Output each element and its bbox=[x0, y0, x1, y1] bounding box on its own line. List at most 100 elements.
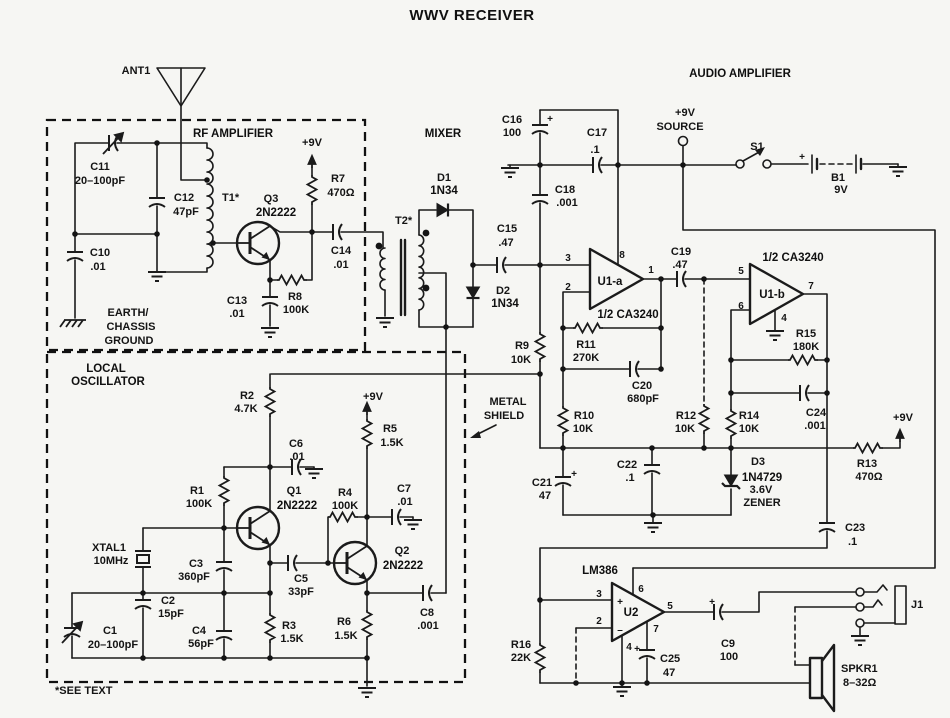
local-oscillator-heading-1: LOCAL bbox=[86, 363, 126, 375]
s1-switch-throw[interactable] bbox=[762, 159, 772, 169]
r16-ref: R16 bbox=[511, 639, 531, 651]
ground-battery bbox=[888, 166, 908, 177]
c1-value: 20–100pF bbox=[88, 639, 138, 651]
u1b-pin7: 7 bbox=[808, 281, 814, 292]
r5-ref: R5 bbox=[383, 423, 397, 435]
c21-ref: C21 bbox=[532, 477, 552, 489]
q3-value: 2N2222 bbox=[256, 207, 296, 219]
c9-value: 100 bbox=[720, 651, 738, 663]
wires-mixer-section bbox=[270, 164, 591, 594]
r7-resistor bbox=[306, 174, 318, 206]
c19-value: .47 bbox=[672, 259, 687, 271]
r10-value: 10K bbox=[573, 423, 593, 435]
c18-ref: C18 bbox=[555, 184, 575, 196]
c25-plus: + bbox=[634, 644, 640, 655]
r6-value: 1.5K bbox=[334, 630, 357, 642]
t2-phase-dot-secondary-mid bbox=[422, 284, 430, 292]
r9-resistor bbox=[534, 331, 546, 363]
c20-value: 680pF bbox=[627, 393, 659, 405]
t1-coil bbox=[206, 147, 214, 269]
c2-value: 15pF bbox=[158, 608, 184, 620]
d3-zener-diode bbox=[720, 473, 742, 491]
u2-minus: – bbox=[617, 625, 623, 636]
plus9v-arrow-rail bbox=[895, 429, 905, 443]
u1a-part: 1/2 CA3240 bbox=[597, 309, 658, 321]
c14-ref: C14 bbox=[331, 245, 352, 257]
d1-diode bbox=[435, 202, 450, 218]
t2-label: T2* bbox=[395, 215, 413, 227]
t2-phase-dot-primary bbox=[375, 242, 383, 250]
d2-value: 1N34 bbox=[491, 298, 519, 310]
c10-ref: C10 bbox=[90, 247, 110, 259]
j1-label: J1 bbox=[911, 599, 923, 611]
c8-value: .001 bbox=[417, 620, 438, 632]
u2-plus: + bbox=[617, 597, 623, 608]
c23-value: .1 bbox=[848, 536, 857, 548]
xtal1-ref: XTAL1 bbox=[92, 542, 126, 554]
c25-value: 47 bbox=[663, 667, 675, 679]
d1-value: 1N34 bbox=[430, 185, 458, 197]
ground-vref-rail bbox=[643, 522, 663, 533]
r11-ref: R11 bbox=[576, 339, 596, 351]
ant1-label: ANT1 bbox=[122, 65, 151, 77]
wires-lm386-section bbox=[539, 591, 896, 688]
mixer-heading: MIXER bbox=[425, 128, 462, 140]
d3-voltage: 3.6V bbox=[750, 484, 773, 496]
c6-value: .01 bbox=[289, 451, 304, 463]
u2-amplifier bbox=[610, 581, 666, 643]
ground-jack bbox=[850, 635, 870, 646]
rf-amplifier-box bbox=[45, 118, 367, 352]
c11-value: 20–100pF bbox=[75, 175, 125, 187]
r14-value: 10K bbox=[739, 423, 759, 435]
d3-ref: D3 bbox=[751, 456, 765, 468]
c5-value: 33pF bbox=[288, 586, 314, 598]
r13-value: 470Ω bbox=[855, 471, 882, 483]
plus9v-lo: +9V bbox=[363, 391, 384, 403]
c18-value: .001 bbox=[556, 197, 577, 209]
c15-value: .47 bbox=[498, 237, 513, 249]
ground-c6 bbox=[304, 468, 324, 479]
rf-amplifier-heading: RF AMPLIFIER bbox=[193, 128, 274, 140]
c6-ref: C6 bbox=[289, 438, 303, 450]
r11-resistor bbox=[572, 322, 604, 334]
u2-pin5: 5 bbox=[667, 601, 673, 612]
q1-ref: Q1 bbox=[287, 485, 302, 497]
c9-ref: C9 bbox=[721, 638, 735, 650]
wires-local-oscillator bbox=[71, 373, 447, 687]
c3-value: 360pF bbox=[178, 571, 210, 583]
see-text-note: *SEE TEXT bbox=[55, 685, 113, 697]
r7-ref: R7 bbox=[331, 173, 345, 185]
r8-value: 100K bbox=[283, 304, 309, 316]
r1-resistor bbox=[218, 475, 230, 507]
r2-value: 4.7K bbox=[234, 403, 257, 415]
d2-diode bbox=[465, 285, 481, 300]
c8-ref: C8 bbox=[420, 607, 434, 619]
b1-plus: + bbox=[799, 152, 805, 163]
earth-ground-label-2: CHASSIS bbox=[107, 321, 156, 333]
c23-ref: C23 bbox=[845, 522, 865, 534]
u1b-part: 1/2 CA3240 bbox=[762, 252, 823, 264]
ground-c12 bbox=[147, 271, 167, 282]
c11-ref: C11 bbox=[90, 161, 110, 173]
j1-jack bbox=[855, 584, 907, 628]
wires-supply-top bbox=[507, 109, 936, 596]
spkr1-ref: SPKR1 bbox=[841, 663, 878, 675]
u2-pin4: 4 bbox=[626, 642, 632, 653]
q3-ref: Q3 bbox=[264, 193, 279, 205]
r15-value: 180K bbox=[793, 341, 819, 353]
c22-value: .1 bbox=[625, 472, 634, 484]
d3-value: 1N4729 bbox=[742, 472, 782, 484]
u1a-pin2: 2 bbox=[565, 282, 571, 293]
u2-part: LM386 bbox=[582, 565, 618, 577]
c20-ref: C20 bbox=[632, 380, 652, 392]
u1a-pin3: 3 bbox=[565, 253, 571, 264]
r7-value: 470Ω bbox=[327, 187, 354, 199]
t2-core bbox=[399, 238, 407, 317]
q2-ref: Q2 bbox=[395, 545, 410, 557]
plus9v-arrow-rf bbox=[307, 155, 317, 169]
s1-switch-pole[interactable] bbox=[735, 159, 745, 169]
u1b-opamp bbox=[748, 262, 805, 326]
u1b-pin5: 5 bbox=[738, 266, 744, 277]
b1-ref: B1 bbox=[831, 172, 845, 184]
